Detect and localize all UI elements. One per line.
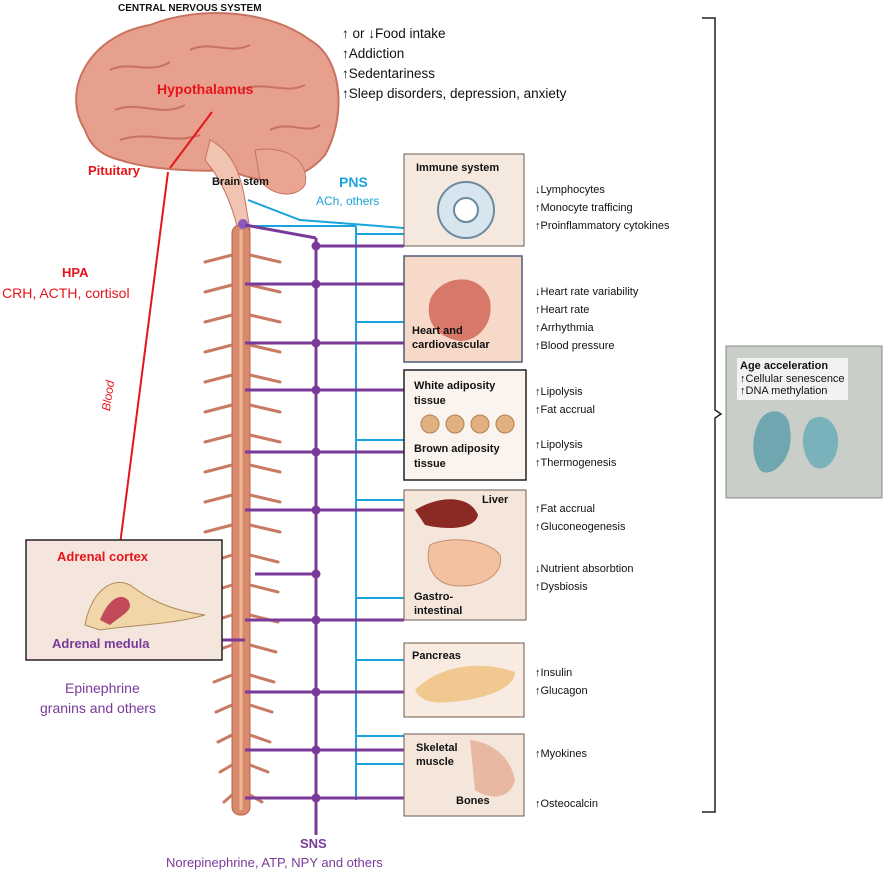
adrenal-cortex-label: Adrenal cortex: [57, 549, 149, 564]
age-acceleration-item: ↑Cellular senescence: [740, 372, 845, 385]
effect-item: ↑Myokines: [535, 748, 587, 760]
heart-label-line1: Heart and: [412, 325, 463, 337]
effect-item: ↑Glucagon: [535, 685, 588, 697]
effect-item: ↓Nutrient absorbtion: [535, 563, 634, 575]
brain-effects-list: ↑ or ↓Food intake ↑Addiction ↑Sedentarin…: [342, 24, 566, 104]
effect-item: ↑Lipolysis: [535, 439, 583, 451]
adrenal-medula-label: Adrenal medula: [52, 636, 150, 651]
sns-transmitters: Norepinephrine, ATP, NPY and others: [166, 855, 383, 870]
brain-effect: ↑ or ↓Food intake: [342, 26, 446, 41]
effect-item: ↑Monocyte trafficing: [535, 202, 633, 214]
muscle-effects: ↑Myokines: [535, 745, 587, 763]
effect-item: ↑Dysbiosis: [535, 581, 588, 593]
heart-effects: ↓Heart rate variability ↑Heart rate ↑Arr…: [535, 283, 638, 355]
immune-system-label: Immune system: [416, 162, 500, 174]
sns-junction-dots: [311, 241, 321, 803]
brown-adipose-effects: ↑Lipolysis ↑Thermogenesis: [535, 436, 616, 472]
organ-boxes: [403, 153, 527, 817]
sns-pathway-lines: [178, 223, 404, 835]
sns-title: SNS: [300, 836, 327, 851]
effects-brace: [702, 17, 723, 813]
effect-item: ↑Proinflammatory cytokines: [535, 220, 670, 232]
effect-item: ↑Fat accrual: [535, 404, 595, 416]
white-adipose-label-line1: White adiposity: [414, 380, 496, 392]
pns-title: PNS: [339, 174, 368, 190]
spinal-cord-illustration: [203, 219, 282, 816]
effect-item: ↑Fat accrual: [535, 503, 595, 515]
effect-item: ↑Thermogenesis: [535, 457, 617, 469]
gi-effects: ↓Nutrient absorbtion ↑Dysbiosis: [535, 560, 633, 596]
brain-effect: ↑Sleep disorders, depression, anxiety: [342, 86, 567, 101]
white-adipose-label-line2: tissue: [414, 395, 446, 407]
effect-item: ↑Gluconeogenesis: [535, 521, 626, 533]
gi-label-line2: intestinal: [414, 605, 463, 617]
liver-effects: ↑Fat accrual ↑Gluconeogenesis: [535, 500, 626, 536]
pancreas-effects: ↑Insulin ↑Glucagon: [535, 664, 588, 700]
brain-effect: ↑Addiction: [342, 46, 405, 61]
skeletal-muscle-label-line1: Skeletal: [416, 742, 458, 754]
bones-label: Bones: [456, 795, 490, 807]
brown-adipose-label-line1: Brown adiposity: [414, 443, 500, 455]
immune-effects: ↓Lymphocytes ↑Monocyte trafficing ↑Proin…: [535, 181, 670, 235]
skeletal-muscle-label-line2: muscle: [416, 756, 454, 768]
effect-item: ↑Insulin: [535, 667, 573, 679]
effect-item: ↑Heart rate: [535, 304, 590, 316]
white-adipose-effects: ↑Lipolysis ↑Fat accrual: [535, 383, 595, 419]
age-acceleration-item: ↑DNA methylation: [740, 385, 828, 398]
brain-illustration: [75, 12, 340, 231]
bones-effects: ↑Osteocalcin: [535, 795, 598, 813]
effect-item: ↑Lipolysis: [535, 386, 583, 398]
adrenal-secretions-line2: granins and others: [40, 700, 156, 716]
gi-label-line1: Gastro-: [414, 591, 454, 603]
effect-item: ↑Arrhythmia: [535, 322, 594, 334]
effect-item: ↑Osteocalcin: [535, 798, 598, 810]
hpa-pathway-lines: [117, 111, 213, 561]
cns-title: CENTRAL NERVOUS SYSTEM: [118, 3, 262, 14]
liver-label: Liver: [482, 494, 509, 506]
effect-item: ↓Lymphocytes: [535, 184, 605, 196]
age-acceleration-box: Age acceleration ↑Cellular senescence ↑D…: [737, 358, 848, 400]
brain-stem-label: Brain stem: [212, 176, 269, 188]
pns-transmitters: ACh, others: [316, 194, 380, 208]
brain-effect: ↑Sedentariness: [342, 66, 436, 81]
adrenal-illustration: [25, 539, 223, 661]
pns-pathway-lines: [247, 199, 405, 800]
heart-label-line2: cardiovascular: [412, 339, 490, 351]
pituitary-label: Pituitary: [88, 163, 141, 178]
hypothalamus-label: Hypothalamus: [157, 81, 254, 97]
adrenal-secretions-line1: Epinephrine: [65, 680, 140, 696]
effect-item: ↓Heart rate variability: [535, 286, 639, 298]
pancreas-label: Pancreas: [412, 650, 461, 662]
brown-adipose-label-line2: tissue: [414, 458, 446, 470]
effect-item: ↑Blood pressure: [535, 340, 615, 352]
hpa-title: HPA: [62, 265, 89, 280]
hpa-hormones: CRH, ACTH, cortisol: [2, 285, 130, 301]
age-acceleration-title: Age acceleration: [740, 360, 829, 372]
